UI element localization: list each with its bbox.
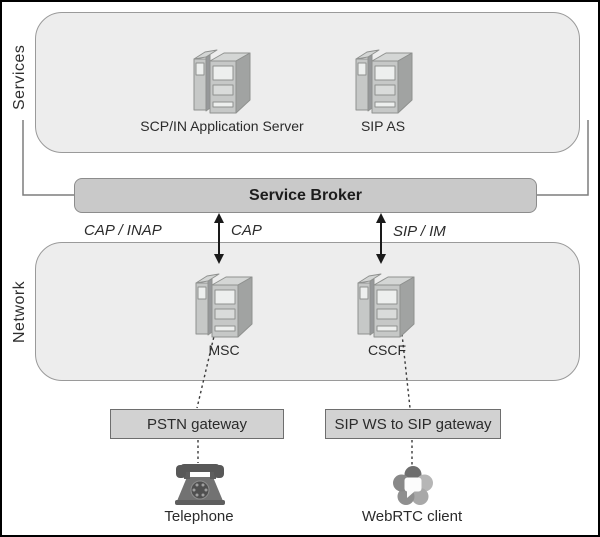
webrtc-client-label: WebRTC client	[361, 508, 463, 525]
msc-label: MSC	[208, 342, 240, 358]
service-broker-node: Service Broker	[74, 178, 537, 213]
scp-in-app-server-label: SCP/IN Application Server	[140, 118, 304, 134]
sip-im-edge-label: SIP / IM	[393, 223, 446, 240]
service-broker-label: Service Broker	[249, 186, 362, 204]
server-icon	[355, 49, 413, 114]
telephone-label: Telephone	[164, 508, 234, 525]
pstn-gateway-label: PSTN gateway	[146, 415, 248, 433]
webrtc-icon	[393, 466, 433, 505]
server-icon	[357, 273, 415, 338]
sip-ws-gateway-label: SIP WS to SIP gateway	[334, 415, 492, 433]
services-layer-box	[35, 12, 580, 153]
server-icon	[195, 273, 253, 338]
sip-ws-gateway-node: SIP WS to SIP gateway	[325, 409, 501, 439]
server-icon	[193, 49, 251, 114]
services-layer-label: Services	[11, 44, 28, 110]
network-layer-label: Network	[11, 280, 28, 344]
network-layer-box	[35, 242, 580, 381]
cap-inap-edge-label: CAP / INAP	[84, 222, 162, 239]
telephone-icon	[175, 464, 225, 505]
cap-edge-label: CAP	[231, 222, 262, 239]
sip-as-label: SIP AS	[360, 118, 406, 134]
pstn-gateway-node: PSTN gateway	[110, 409, 284, 439]
cscf-label: CSCF	[367, 342, 407, 358]
